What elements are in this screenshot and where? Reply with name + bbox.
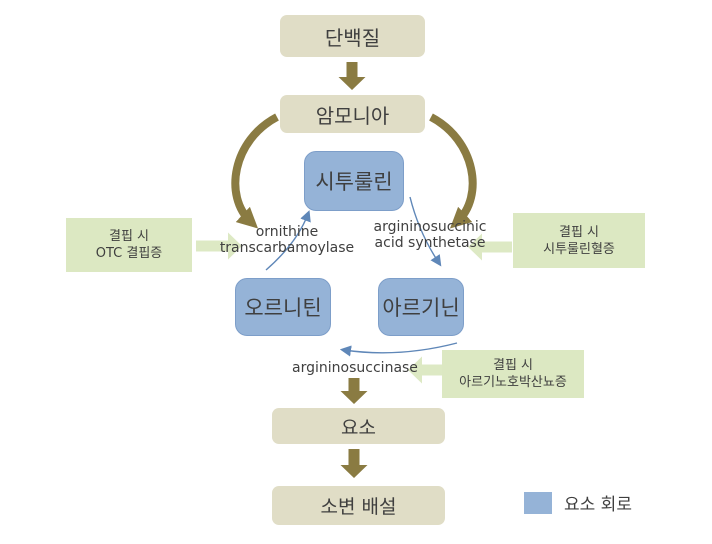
legend-label: 요소 회로 bbox=[564, 495, 632, 515]
arrow-citrullinemia-left bbox=[468, 233, 512, 261]
enzyme-otc-line1: ornithine bbox=[255, 224, 319, 240]
enzyme-asl-label: argininosuccinase bbox=[292, 360, 418, 376]
legend-color-swatch bbox=[524, 491, 552, 514]
deficiency-citrullinemia-line1: 결핍 시 bbox=[558, 224, 599, 240]
node-ammonia-label: 암모니아 bbox=[315, 103, 390, 128]
arrow-aciduria-left bbox=[408, 356, 452, 384]
node-urine-excretion: 소변 배설 bbox=[272, 486, 445, 525]
arrow-protein-to-ammonia bbox=[338, 62, 366, 90]
enzyme-otc-line2: transcarbamoylase bbox=[219, 240, 355, 256]
deficiency-box-otc: 결핍 시 OTC 결핍증 bbox=[66, 218, 192, 272]
node-protein-label: 단백질 bbox=[324, 25, 381, 50]
node-citrulline: 시투룰린 bbox=[304, 151, 404, 211]
node-ornithine: 오르니틴 bbox=[235, 278, 331, 336]
arrow-arginine-to-ornithine bbox=[339, 342, 458, 357]
deficiency-otc-line2: OTC 결핍증 bbox=[95, 246, 163, 261]
node-protein: 단백질 bbox=[280, 15, 425, 57]
deficiency-citrullinemia-line2: 시투룰린혈증 bbox=[543, 241, 615, 257]
curved-arrow-ammonia-right-down bbox=[429, 113, 477, 229]
arrow-ornithine-to-citrulline bbox=[265, 210, 311, 271]
node-urine-label: 소변 배설 bbox=[320, 496, 397, 518]
node-ornithine-label: 오르니틴 bbox=[244, 296, 322, 320]
arrow-otc-deficiency-right bbox=[196, 232, 242, 260]
deficiency-aciduria-line2: 아르기노호박산뇨증 bbox=[459, 375, 567, 390]
enzyme-ornithine-transcarbamoylase: ornithine transcarbamoylase bbox=[197, 224, 377, 256]
enzyme-ass-line1: argininosuccinic bbox=[373, 219, 487, 235]
arrow-citrulline-to-arginine bbox=[409, 196, 442, 267]
enzyme-argininosuccinase: argininosuccinase bbox=[270, 360, 440, 376]
node-urea-label: 요소 bbox=[341, 416, 376, 439]
deficiency-box-aciduria: 결핍 시 아르기노호박산뇨증 bbox=[442, 350, 584, 398]
deficiency-otc-line1: 결핍 시 bbox=[108, 229, 149, 244]
curved-arrow-ammonia-left-down bbox=[231, 113, 279, 229]
deficiency-box-citrullinemia: 결핍 시 시투룰린혈증 bbox=[513, 213, 645, 268]
enzyme-argininosuccinic-acid-synthetase: argininosuccinic acid synthetase bbox=[345, 219, 515, 251]
legend-urea-cycle: 요소 회로 bbox=[524, 490, 632, 515]
node-arginine: 아르기닌 bbox=[378, 278, 464, 336]
node-urea: 요소 bbox=[272, 408, 445, 444]
node-citrulline-label: 시투룰린 bbox=[315, 170, 393, 194]
arrow-argininosuccinase-to-urea bbox=[340, 378, 368, 404]
node-ammonia: 암모니아 bbox=[280, 95, 425, 133]
enzyme-ass-line2: acid synthetase bbox=[374, 235, 486, 251]
node-arginine-label: 아르기닌 bbox=[382, 296, 460, 320]
arrow-urea-to-urine bbox=[340, 449, 368, 478]
deficiency-aciduria-line1: 결핍 시 bbox=[492, 358, 533, 373]
